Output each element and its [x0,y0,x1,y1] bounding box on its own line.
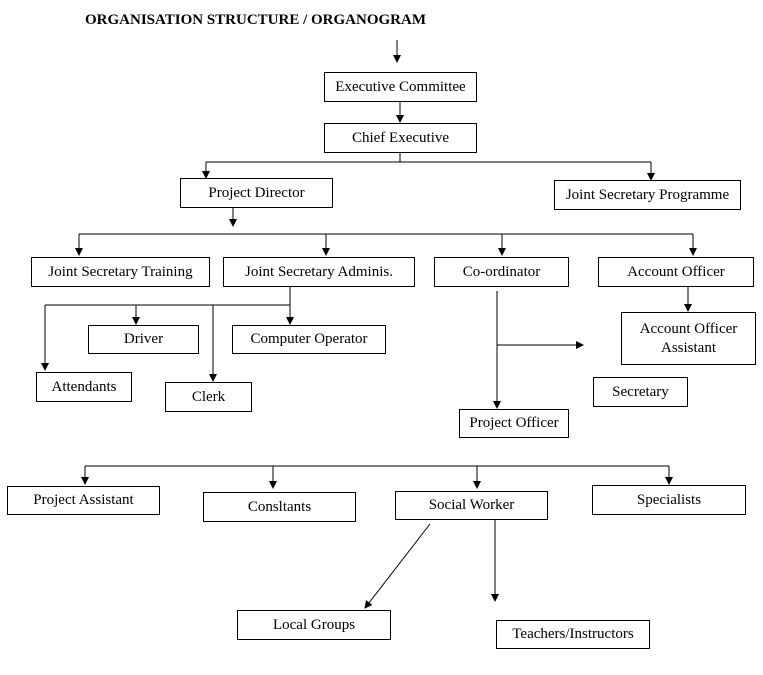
node-project-assistant: Project Assistant [7,486,160,515]
node-joint-secretary-programme: Joint Secretary Programme [554,180,741,210]
node-executive-committee: Executive Committee [324,72,477,102]
node-chief-executive: Chief Executive [324,123,477,153]
page-title: ORGANISATION STRUCTURE / ORGANOGRAM [85,12,427,28]
node-coordinator: Co-ordinator [434,257,569,287]
node-clerk: Clerk [165,382,252,412]
node-joint-secretary-training: Joint Secretary Training [31,257,210,287]
node-teachers-instructors: Teachers/Instructors [496,620,650,649]
node-joint-secretary-adminis: Joint Secretary Adminis. [223,257,415,287]
node-attendants: Attendants [36,372,132,402]
node-social-worker: Social Worker [395,491,548,520]
node-secretary: Secretary [593,377,688,407]
node-driver: Driver [88,325,199,354]
node-local-groups: Local Groups [237,610,391,640]
node-account-officer: Account Officer [598,257,754,287]
node-account-officer-assistant: Account Officer Assistant [621,312,756,365]
node-label-line2: Assistant [660,339,716,356]
node-computer-operator: Computer Operator [232,325,386,354]
node-label-line1: Account Officer [639,320,738,337]
node-project-director: Project Director [180,178,333,208]
node-specialists: Specialists [592,485,746,515]
node-consltants: Consltants [203,492,356,522]
node-project-officer: Project Officer [459,409,569,438]
